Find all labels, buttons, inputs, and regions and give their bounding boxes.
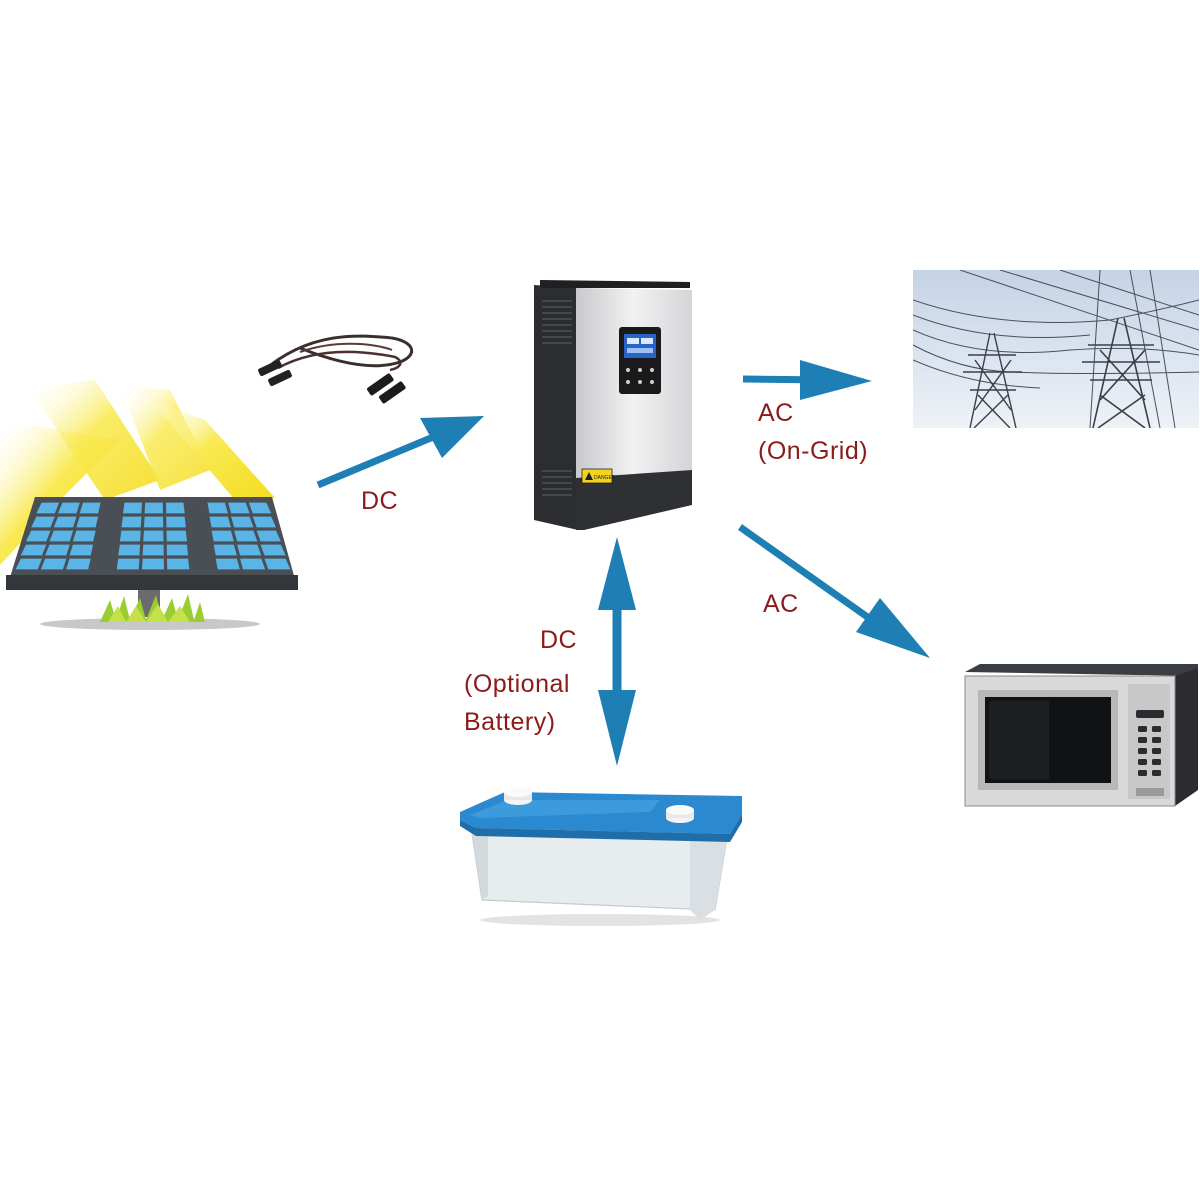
panel-cell [58, 502, 80, 514]
panel-cell [234, 530, 258, 542]
panel-cell [211, 530, 234, 542]
panel-cell [166, 530, 187, 542]
microwave-key [1138, 737, 1147, 743]
microwave-key [1152, 770, 1161, 776]
panel-cell [166, 516, 186, 528]
label-dc-input-text: DC [361, 487, 399, 515]
panel-cell [165, 502, 185, 514]
label-ac-grid-line2: (On-Grid) [758, 437, 869, 465]
panel-cell [143, 530, 164, 542]
panel-cell [166, 558, 190, 570]
panel-cell [209, 516, 231, 528]
panel-cell [20, 544, 47, 556]
panel-cell [53, 516, 77, 528]
panel-cell [215, 558, 240, 570]
panel-cell [15, 558, 42, 570]
panel-cell [260, 544, 286, 556]
arrow-ac-load [737, 524, 930, 658]
panel-cell [240, 558, 266, 570]
panel-cell [228, 502, 250, 514]
panel-cell [264, 558, 291, 570]
panel-cell [141, 558, 165, 570]
label-ac-load-text: AC [763, 590, 799, 618]
panel-cell [40, 558, 67, 570]
label-ac-load: AC [763, 585, 799, 623]
panel-cell [116, 558, 140, 570]
panel-cell [207, 502, 228, 514]
label-ac-grid-line1: AC [758, 399, 794, 427]
panel-cell [36, 502, 60, 514]
microwave-key [1138, 759, 1147, 765]
panel-cell [49, 530, 74, 542]
panel-cell [66, 558, 91, 570]
microwave-key [1138, 770, 1147, 776]
panel-cell [72, 530, 96, 542]
arrow-dc-in [316, 416, 484, 489]
label-dc-battery-line2: (Optional [464, 670, 570, 698]
label-dc-battery-line3: Battery) [464, 708, 556, 736]
panel-cell [248, 502, 272, 514]
panel-cell [213, 544, 237, 556]
panel-cell [256, 530, 281, 542]
panel-cell [231, 516, 254, 528]
panel-cell [142, 544, 164, 556]
arrow-dc-battery [598, 537, 636, 766]
panel-cell [26, 530, 51, 542]
microwave-key [1152, 737, 1161, 743]
label-dc-battery-line1: DC [540, 626, 578, 654]
warning-label: DANGER [594, 475, 616, 481]
panel-cell [79, 502, 101, 514]
panel-cell [76, 516, 99, 528]
microwave-key [1152, 726, 1161, 732]
panel-cell [31, 516, 55, 528]
label-dc-input: DC [361, 482, 398, 520]
microwave-key [1152, 748, 1161, 754]
panel-cell [143, 516, 164, 528]
microwave-key [1138, 748, 1147, 754]
panel-cell [69, 544, 94, 556]
panel-cell [166, 544, 189, 556]
arrow-ac-grid [742, 360, 872, 400]
panel-cell [119, 530, 141, 542]
panel-cell [121, 516, 142, 528]
panel-cell [118, 544, 141, 556]
panel-cell [45, 544, 70, 556]
panel-cell [252, 516, 276, 528]
panel-cell [144, 502, 164, 514]
panel-cell [237, 544, 262, 556]
label-ac-grid: AC (On-Grid) [758, 394, 868, 470]
panel-cells [15, 502, 291, 570]
microwave-key [1138, 726, 1147, 732]
microwave-key [1152, 759, 1161, 765]
label-dc-battery: (Optional Battery) [464, 665, 570, 741]
panel-cell [122, 502, 143, 514]
microwave-keypad [1138, 726, 1161, 776]
